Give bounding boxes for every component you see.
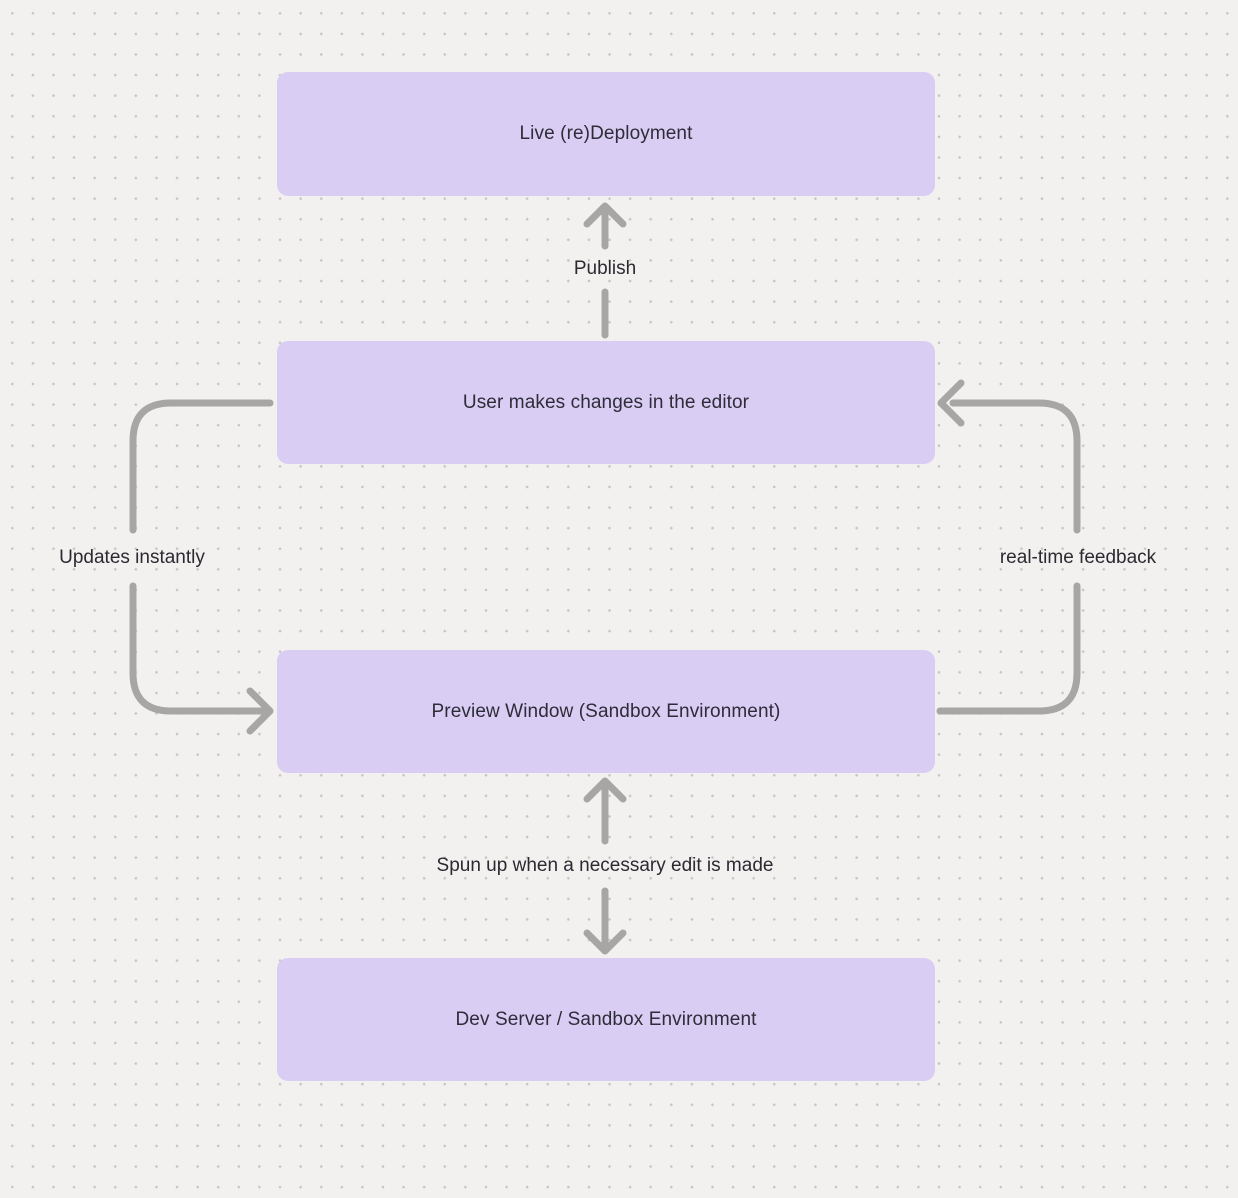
feedback-arrowhead-left-icon: [937, 379, 965, 427]
connector-real-time-feedback[interactable]: [936, 379, 1081, 715]
feedback-segment-lower: [936, 582, 1081, 715]
connector-publish[interactable]: [583, 202, 627, 339]
connector-label-publish[interactable]: Publish: [573, 258, 637, 279]
node-dev-server[interactable]: Dev Server / Sandbox Environment: [277, 958, 935, 1081]
node-dev-server-label: Dev Server / Sandbox Environment: [455, 1008, 757, 1030]
connector-label-spun-up[interactable]: Spun up when a necessary edit is made: [436, 855, 774, 876]
node-preview-window-label: Preview Window (Sandbox Environment): [431, 700, 781, 722]
publish-arrowhead-up-icon: [583, 202, 627, 228]
node-live-redeployment[interactable]: Live (re)Deployment: [277, 72, 935, 196]
node-user-editor-label: User makes changes in the editor: [462, 391, 750, 413]
connector-label-real-time-feedback[interactable]: real-time feedback: [999, 547, 1157, 568]
connector-updates-instantly[interactable]: [129, 399, 274, 735]
node-live-redeployment-label: Live (re)Deployment: [519, 123, 693, 144]
connector-spun-up[interactable]: [583, 777, 627, 955]
spun-arrowhead-down-icon: [583, 929, 627, 955]
updates-segment-upper: [129, 399, 274, 534]
spun-arrowhead-up-icon: [583, 777, 627, 803]
connector-label-updates-instantly[interactable]: Updates instantly: [59, 547, 205, 568]
node-user-editor[interactable]: User makes changes in the editor: [277, 341, 935, 464]
updates-arrowhead-right-icon: [246, 687, 274, 735]
updates-segment-lower: [129, 582, 266, 715]
node-preview-window[interactable]: Preview Window (Sandbox Environment): [277, 650, 935, 773]
feedback-segment-upper: [949, 399, 1081, 534]
